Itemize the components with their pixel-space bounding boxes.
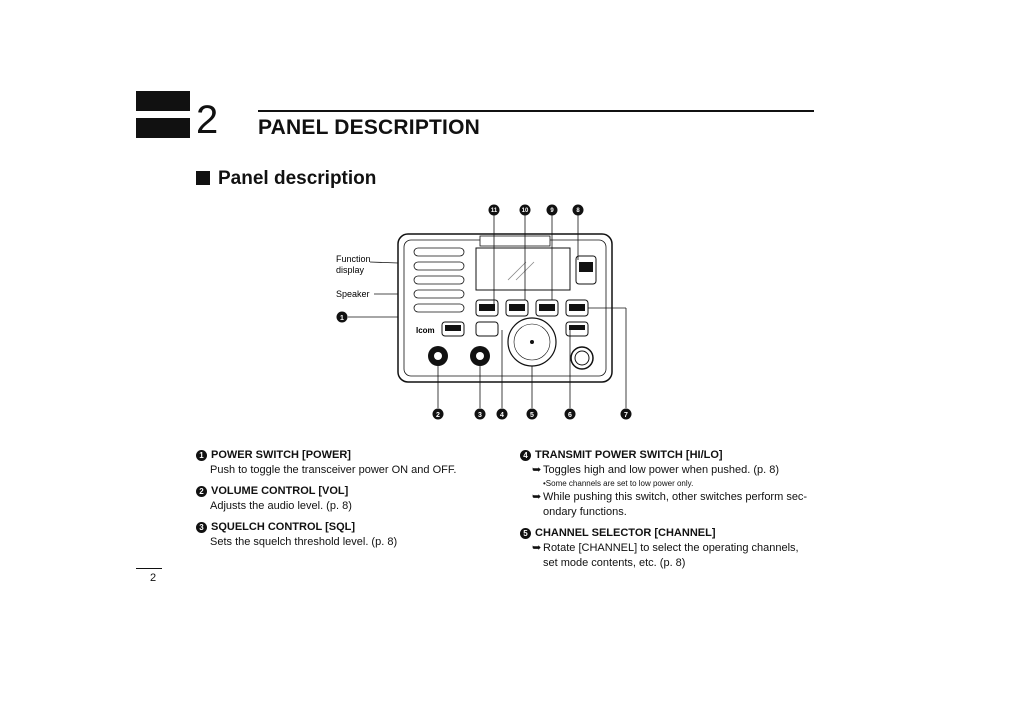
callouts-bottom: 2 3 4 5 6 7: [432, 307, 632, 420]
arrow-icon: ➥: [532, 464, 542, 476]
item-heading: POWER SWITCH [POWER]: [211, 449, 351, 461]
svg-text:4: 4: [500, 412, 504, 419]
brand-logo: Icom: [416, 326, 435, 335]
list-item: 3 SQUELCH CONTROL [SQL] Sets the squelch …: [196, 520, 496, 550]
item-body: Adjusts the audio level. (p. 8): [210, 500, 352, 512]
panel-diagram: Function display Speaker 1: [336, 204, 632, 420]
callouts-top: 11 10 9 8: [488, 204, 584, 308]
svg-text:8: 8: [576, 208, 580, 214]
page-number: 2: [150, 572, 157, 584]
left-column: 1 POWER SWITCH [POWER] Push to toggle the…: [196, 448, 496, 556]
callout-9: [546, 204, 558, 216]
chapter-title: PANEL DESCRIPTION: [258, 116, 480, 139]
svg-text:2: 2: [436, 412, 440, 419]
item-number-badge: 4: [520, 450, 531, 461]
square-bullet-icon: [196, 171, 210, 185]
callout-11: [488, 204, 500, 216]
label-function-display: Function: [336, 254, 371, 264]
lcd-display: [475, 247, 571, 291]
item-heading: CHANNEL SELECTOR [CHANNEL]: [535, 527, 716, 539]
callout-6: [564, 408, 576, 420]
bullet-line: ➥While pushing this switch, other switch…: [520, 490, 816, 520]
bullet-text: While pushing this switch, other switche…: [543, 491, 808, 518]
bullet-text: Rotate [CHANNEL] to select the operating…: [543, 542, 799, 569]
item-heading: VOLUME CONTROL [VOL]: [211, 485, 349, 497]
callout-8: [572, 204, 584, 216]
svg-text:1: 1: [340, 315, 344, 322]
arrow-icon: ➥: [532, 491, 542, 503]
bullet-line: ➥Toggles high and low power when pushed.…: [520, 463, 816, 478]
item-number-badge: 5: [520, 528, 531, 539]
chapter-number: 2: [196, 98, 219, 142]
bullet-line: ➥Rotate [CHANNEL] to select the operatin…: [520, 541, 816, 571]
chapter-tab-bottom: [136, 118, 190, 138]
list-item: 1 POWER SWITCH [POWER] Push to toggle the…: [196, 448, 496, 478]
svg-text:5: 5: [530, 412, 534, 419]
svg-text:6: 6: [568, 412, 572, 419]
speaker-grille: [413, 247, 465, 313]
label-function-display-2: display: [336, 265, 365, 275]
list-item: 2 VOLUME CONTROL [VOL] Adjusts the audio …: [196, 484, 496, 514]
chapter-rule: [258, 110, 814, 112]
arrow-icon: ➥: [532, 542, 542, 554]
item-body: Sets the squelch threshold level. (p. 8): [210, 536, 398, 548]
svg-text:11: 11: [491, 208, 498, 214]
item-number-badge: 2: [196, 486, 207, 497]
page-number-rule: [136, 568, 162, 569]
item-heading: TRANSMIT POWER SWITCH [HI/LO]: [535, 449, 723, 461]
callout-2: [432, 408, 444, 420]
callout-5: [526, 408, 538, 420]
svg-text:3: 3: [478, 412, 482, 419]
item-number-badge: 3: [196, 522, 207, 533]
list-item: 5 CHANNEL SELECTOR [CHANNEL] ➥Rotate [CHA…: [520, 526, 816, 571]
note-text: •Some channels are set to low power only…: [543, 479, 694, 488]
callout-7: [620, 408, 632, 420]
callout-1: [336, 311, 348, 323]
item-number-badge: 1: [196, 450, 207, 461]
section-title: Panel description: [196, 168, 376, 190]
item-heading: SQUELCH CONTROL [SQL]: [211, 521, 356, 533]
callout-4: [496, 408, 508, 420]
svg-text:9: 9: [550, 208, 554, 214]
callout-3: [474, 408, 486, 420]
label-speaker: Speaker: [336, 289, 370, 299]
section-title-text: Panel description: [218, 168, 377, 189]
bullet-text: Toggles high and low power when pushed. …: [543, 464, 780, 476]
svg-text:10: 10: [522, 208, 529, 214]
callout-10: [519, 204, 531, 216]
svg-text:7: 7: [624, 412, 628, 419]
item-body: Push to toggle the transceiver power ON …: [210, 464, 457, 476]
chapter-tab-top: [136, 91, 190, 111]
